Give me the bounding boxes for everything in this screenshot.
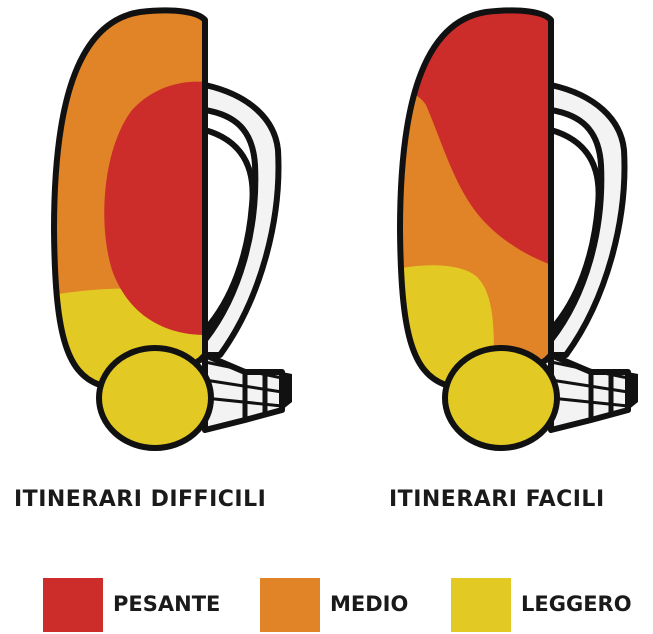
- backpack-diagram-difficult: [20, 0, 310, 465]
- caption-difficult-itineraries: ITINERARI DIFFICILI: [14, 487, 266, 512]
- sleeping-bag: [99, 348, 211, 448]
- legend-label-light: LEGGERO: [521, 592, 632, 616]
- legend-label-heavy: PESANTE: [113, 592, 220, 616]
- frame-harness: [551, 85, 638, 430]
- frame-harness: [205, 85, 292, 430]
- legend-swatch-medium: [260, 578, 320, 632]
- legend-label-medium: MEDIO: [330, 592, 408, 616]
- legend-swatch-light: [451, 578, 511, 632]
- caption-easy-itineraries: ITINERARI FACILI: [389, 487, 605, 512]
- sleeping-bag: [445, 348, 557, 448]
- legend-swatch-heavy: [43, 578, 103, 632]
- backpack-diagram-easy: [366, 0, 653, 465]
